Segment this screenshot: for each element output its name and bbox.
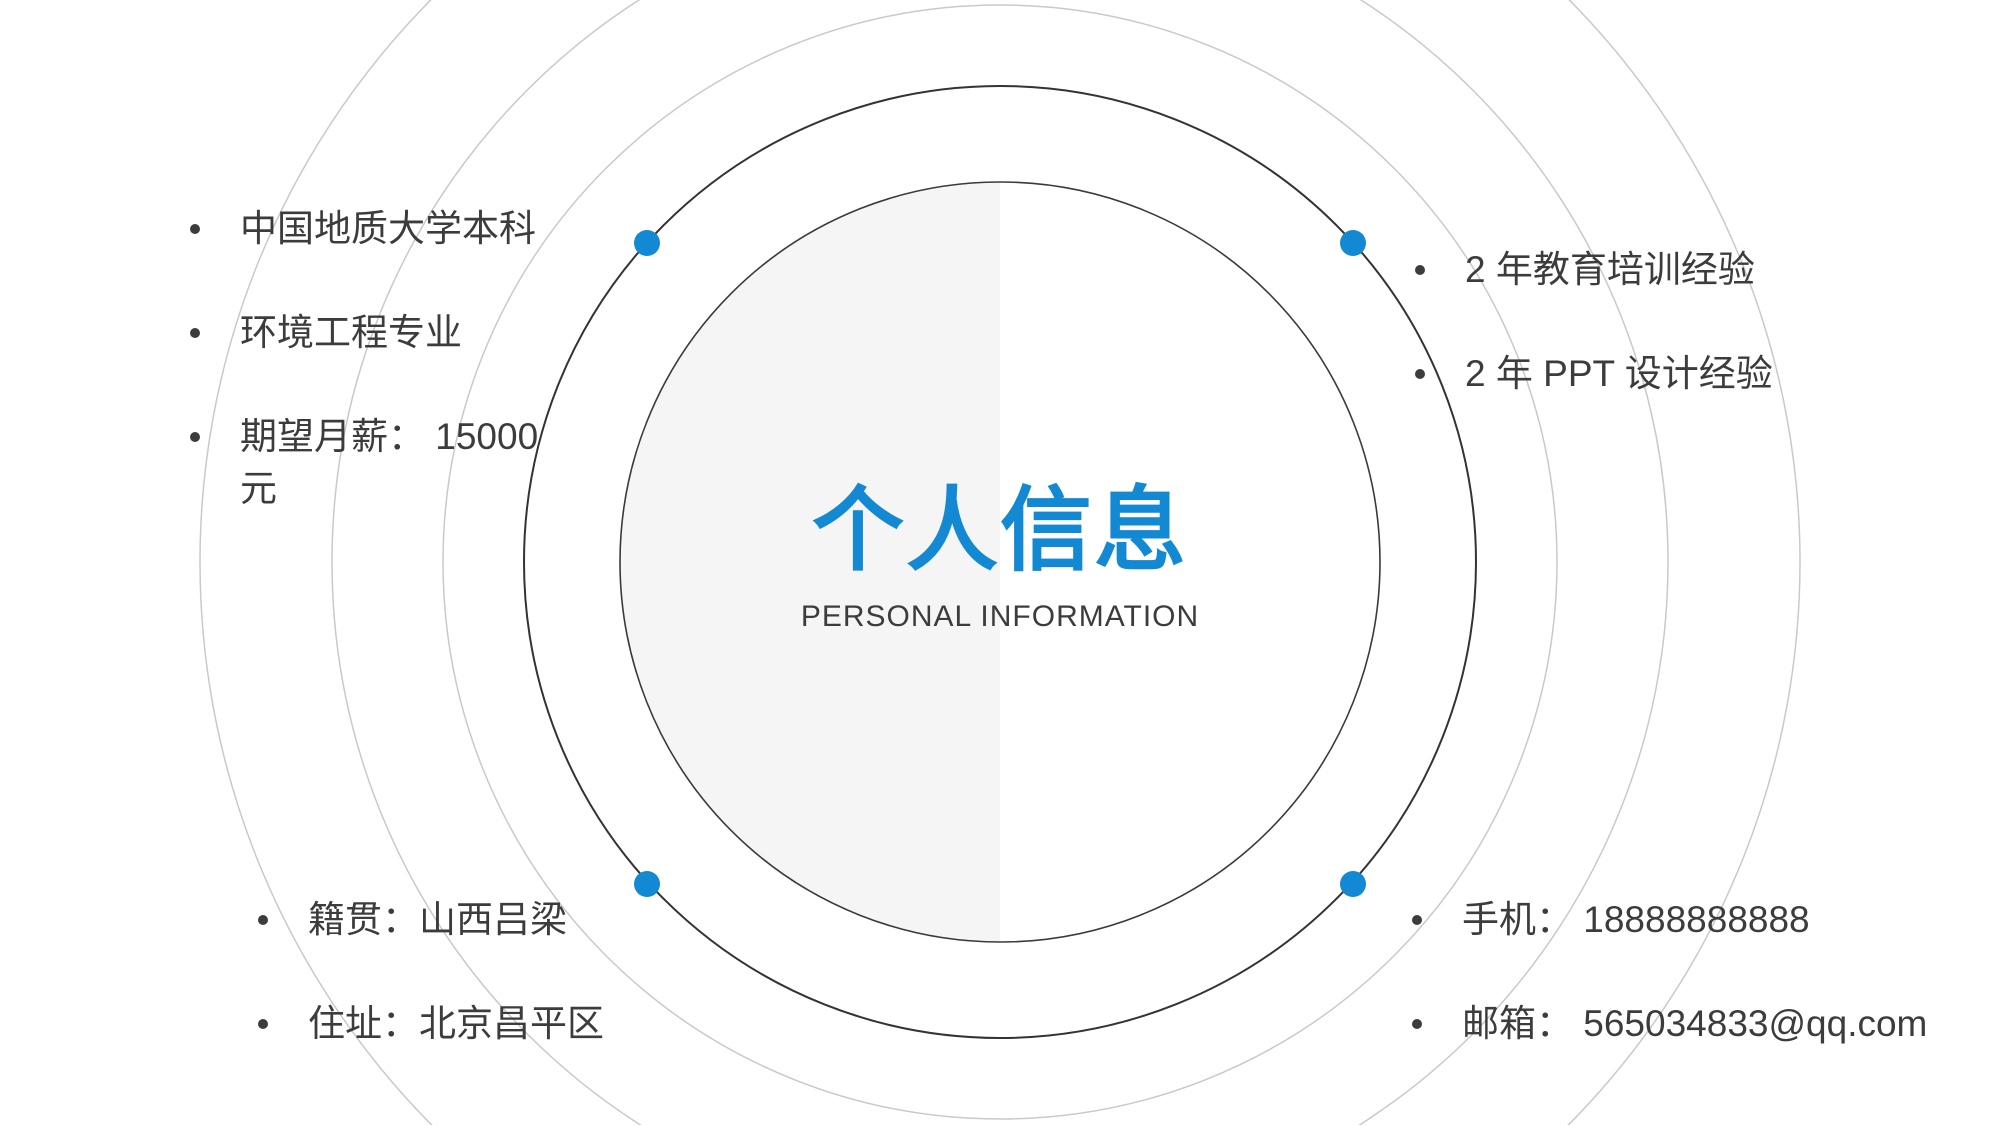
list-item: 手机： 18888888888 <box>1400 894 1960 946</box>
list-item: 籍贯：山西吕梁 <box>246 894 686 946</box>
faint-circle-3 <box>199 0 1801 1125</box>
inner-circle <box>619 181 1381 943</box>
bullet-icon <box>190 432 200 442</box>
orbit-markers <box>634 230 1366 897</box>
list-item-text: 住址：北京昌平区 <box>308 1003 604 1044</box>
marker-dot-bottom-right <box>1340 871 1366 897</box>
list-item-text: 籍贯：山西吕梁 <box>308 899 567 940</box>
list-item-text: 2 年 PPT 设计经验 <box>1465 353 1773 394</box>
marker-dot-bottom-left <box>634 871 660 897</box>
orbit-circle <box>523 85 1477 1039</box>
list-item-text: 中国地质大学本科 <box>240 208 536 249</box>
list-item-text: 手机： 18888888888 <box>1462 899 1810 940</box>
list-item: 环境工程专业 <box>178 307 598 359</box>
bullet-icon <box>1415 265 1425 275</box>
list-item: 2 年 PPT 设计经验 <box>1403 348 1883 400</box>
outer-faint-circles <box>199 0 1801 1125</box>
list-item: 中国地质大学本科 <box>178 203 598 255</box>
bullet-icon <box>1412 915 1422 925</box>
list-item-text: 环境工程专业 <box>240 312 462 353</box>
marker-dot-top-right <box>1340 230 1366 256</box>
bullet-icon <box>1415 369 1425 379</box>
list-item-text: 期望月薪： 15000 元 <box>240 416 539 509</box>
faint-circle-1 <box>442 4 1558 1120</box>
list-education: 中国地质大学本科 环境工程专业 期望月薪： 15000 元 <box>178 151 598 567</box>
list-item-text: 2 年教育培训经验 <box>1465 249 1755 290</box>
bullet-icon <box>258 1019 268 1029</box>
bullet-icon <box>190 328 200 338</box>
marker-dot-top-left <box>634 230 660 256</box>
slide-subtitle: PERSONAL INFORMATION <box>800 600 1200 633</box>
bullet-icon <box>258 915 268 925</box>
list-origin-address: 籍贯：山西吕梁 住址：北京昌平区 <box>246 842 686 1102</box>
inner-circle-left-half-shade <box>620 182 1000 942</box>
list-item: 邮箱： 565034833@qq.com <box>1400 998 1960 1050</box>
list-contact: 手机： 18888888888 邮箱： 565034833@qq.com <box>1400 842 1960 1102</box>
list-item: 住址：北京昌平区 <box>246 998 686 1050</box>
faint-circle-2 <box>331 0 1669 1125</box>
list-item: 期望月薪： 15000 元 <box>178 411 598 515</box>
list-item: 2 年教育培训经验 <box>1403 244 1883 296</box>
slide-title: 个人信息 <box>811 480 1188 582</box>
bullet-icon <box>190 224 200 234</box>
list-experience: 2 年教育培训经验 2 年 PPT 设计经验 <box>1403 192 1883 452</box>
list-item-text: 邮箱： 565034833@qq.com <box>1462 1003 1928 1044</box>
bullet-icon <box>1412 1019 1422 1029</box>
